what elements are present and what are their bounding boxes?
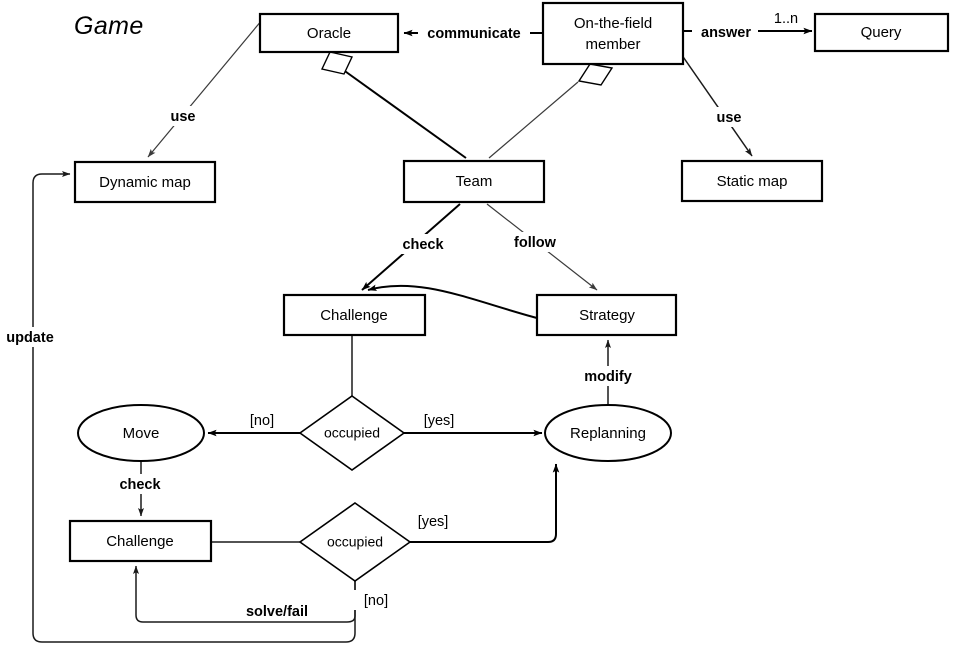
node-occupied-top[interactable]: occupied bbox=[298, 395, 406, 471]
edge-label-answer: answer bbox=[692, 22, 758, 42]
edge-label-no-top: [no] bbox=[238, 410, 286, 430]
edge-label-multiplicity-text: 1..n bbox=[774, 11, 798, 27]
edge-label-no-top-text: [no] bbox=[250, 413, 274, 429]
node-query-label: Query bbox=[861, 24, 902, 41]
edge-yes-occupied-bottom-replanning bbox=[410, 463, 560, 543]
node-dynamic-map[interactable]: Dynamic map bbox=[73, 160, 217, 204]
node-on-the-field-member[interactable]: On-the-field member bbox=[541, 1, 685, 66]
node-replanning[interactable]: Replanning bbox=[544, 404, 672, 462]
edge-label-update-text: update bbox=[6, 330, 54, 346]
edge-label-check-team-text: check bbox=[402, 237, 444, 253]
edge-label-yes-top-text: [yes] bbox=[424, 413, 455, 429]
node-oracle-label: Oracle bbox=[307, 25, 351, 42]
node-dynamic-map-label: Dynamic map bbox=[99, 174, 191, 191]
edge-aggregation-oracle-team bbox=[320, 51, 467, 159]
node-challenge-top-label: Challenge bbox=[320, 307, 388, 324]
edge-label-solve-fail-text: solve/fail bbox=[246, 604, 308, 620]
edge-label-solve-fail: solve/fail bbox=[230, 601, 324, 621]
node-challenge-top[interactable]: Challenge bbox=[282, 293, 427, 337]
edge-strategy-challenge bbox=[367, 284, 538, 319]
node-occupied-top-label: occupied bbox=[324, 425, 380, 441]
edge-label-update: update bbox=[0, 327, 62, 347]
edge-label-answer-text: answer bbox=[701, 25, 751, 41]
edge-label-use-right: use bbox=[706, 107, 752, 127]
edge-label-follow: follow bbox=[504, 232, 566, 252]
edge-label-yes-top: [yes] bbox=[412, 410, 466, 430]
edge-update-dynamic-map bbox=[32, 171, 356, 643]
edge-label-yes-bottom-text: [yes] bbox=[418, 514, 449, 530]
node-occupied-bottom[interactable]: occupied bbox=[298, 502, 412, 582]
node-team-label: Team bbox=[456, 173, 493, 190]
node-query[interactable]: Query bbox=[813, 12, 950, 53]
edge-label-use-right-text: use bbox=[717, 110, 742, 126]
node-team[interactable]: Team bbox=[402, 159, 546, 204]
node-strategy[interactable]: Strategy bbox=[535, 293, 678, 337]
node-replanning-label: Replanning bbox=[570, 425, 646, 442]
edge-label-modify: modify bbox=[574, 366, 642, 386]
node-occupied-bottom-label: occupied bbox=[327, 534, 383, 550]
edge-label-check-move-text: check bbox=[119, 477, 161, 493]
node-challenge-bottom[interactable]: Challenge bbox=[68, 519, 213, 563]
node-on-the-field-member-label-line2: member bbox=[585, 36, 640, 53]
edge-label-communicate: communicate bbox=[418, 23, 530, 43]
edge-label-modify-text: modify bbox=[584, 369, 632, 385]
edge-label-follow-text: follow bbox=[514, 235, 557, 251]
edge-aggregation-onfield-team bbox=[488, 63, 614, 159]
node-on-the-field-member-label-line1: On-the-field bbox=[574, 15, 652, 32]
node-static-map[interactable]: Static map bbox=[680, 159, 824, 203]
node-strategy-label: Strategy bbox=[579, 307, 635, 324]
edge-label-check-team: check bbox=[392, 234, 454, 254]
edge-label-communicate-text: communicate bbox=[427, 26, 520, 42]
edge-label-yes-bottom: [yes] bbox=[406, 511, 460, 531]
edge-use-dynamic-map bbox=[147, 19, 263, 158]
node-oracle[interactable]: Oracle bbox=[258, 12, 400, 54]
diagram-title: Game bbox=[74, 12, 144, 40]
edge-label-use-left-text: use bbox=[171, 109, 196, 125]
edge-label-multiplicity: 1..n bbox=[774, 11, 798, 27]
node-static-map-label: Static map bbox=[717, 173, 788, 190]
edge-label-use-left: use bbox=[160, 106, 206, 126]
node-move[interactable]: Move bbox=[77, 404, 205, 462]
edge-label-no-bottom: [no] bbox=[353, 590, 399, 610]
node-challenge-bottom-label: Challenge bbox=[106, 533, 174, 550]
edge-label-no-bottom-text: [no] bbox=[364, 593, 388, 609]
edge-label-check-move: check bbox=[109, 474, 171, 494]
node-move-label: Move bbox=[123, 425, 160, 442]
